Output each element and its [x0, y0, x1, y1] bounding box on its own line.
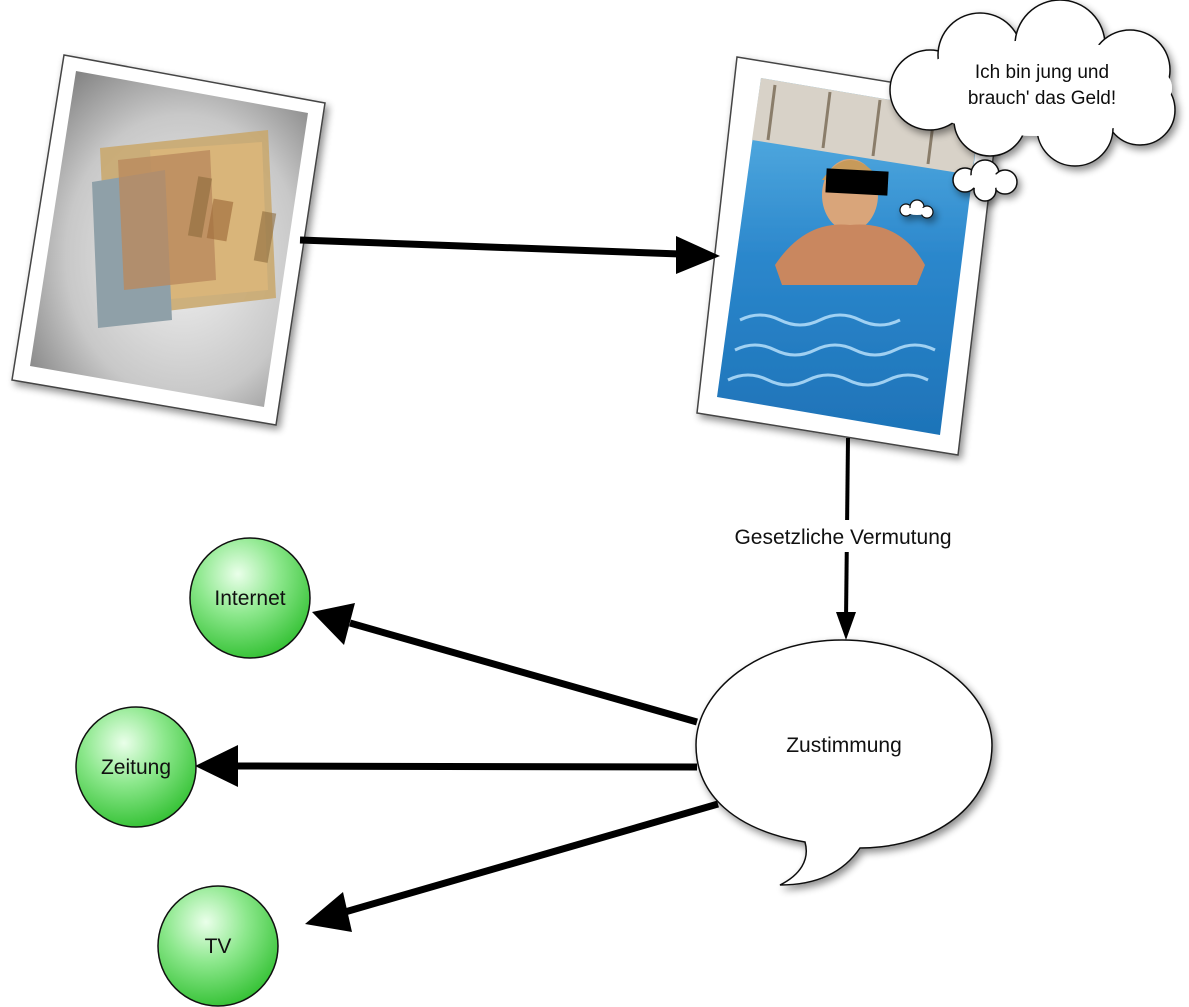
arrow-consent-to-zeitung: [195, 745, 698, 787]
node-tv-label: TV: [205, 935, 232, 958]
edge-label: Gesetzliche Vermutung: [734, 526, 951, 549]
thought-dot-small: [899, 199, 934, 219]
thought-text-line2: brauch' das Geld!: [968, 88, 1116, 109]
censor-bar: [825, 168, 889, 196]
thought-text-line1: Ich bin jung und: [975, 62, 1109, 83]
node-internet: Internet: [189, 537, 311, 659]
money-photo: [11, 54, 326, 426]
node-zeitung: Zeitung: [75, 706, 197, 828]
node-zeitung-label: Zeitung: [101, 756, 171, 779]
thought-bubble: Ich bin jung und brauch' das Geld!: [889, 0, 1176, 219]
node-tv: TV: [157, 885, 279, 1007]
speech-bubble-label: Zustimmung: [786, 734, 902, 757]
banknotes-image: [92, 130, 277, 328]
water-ripples: [727, 313, 936, 387]
edge-label-bg: [700, 520, 990, 552]
arrow-money-to-pool: [299, 236, 720, 274]
speech-bubble: [695, 639, 993, 886]
node-internet-label: Internet: [214, 587, 285, 610]
arrow-consent-to-tv: [305, 800, 719, 932]
thought-dot-large: [952, 159, 1018, 202]
arrow-consent-to-internet: [312, 603, 698, 726]
pool-photo: [696, 56, 1001, 456]
